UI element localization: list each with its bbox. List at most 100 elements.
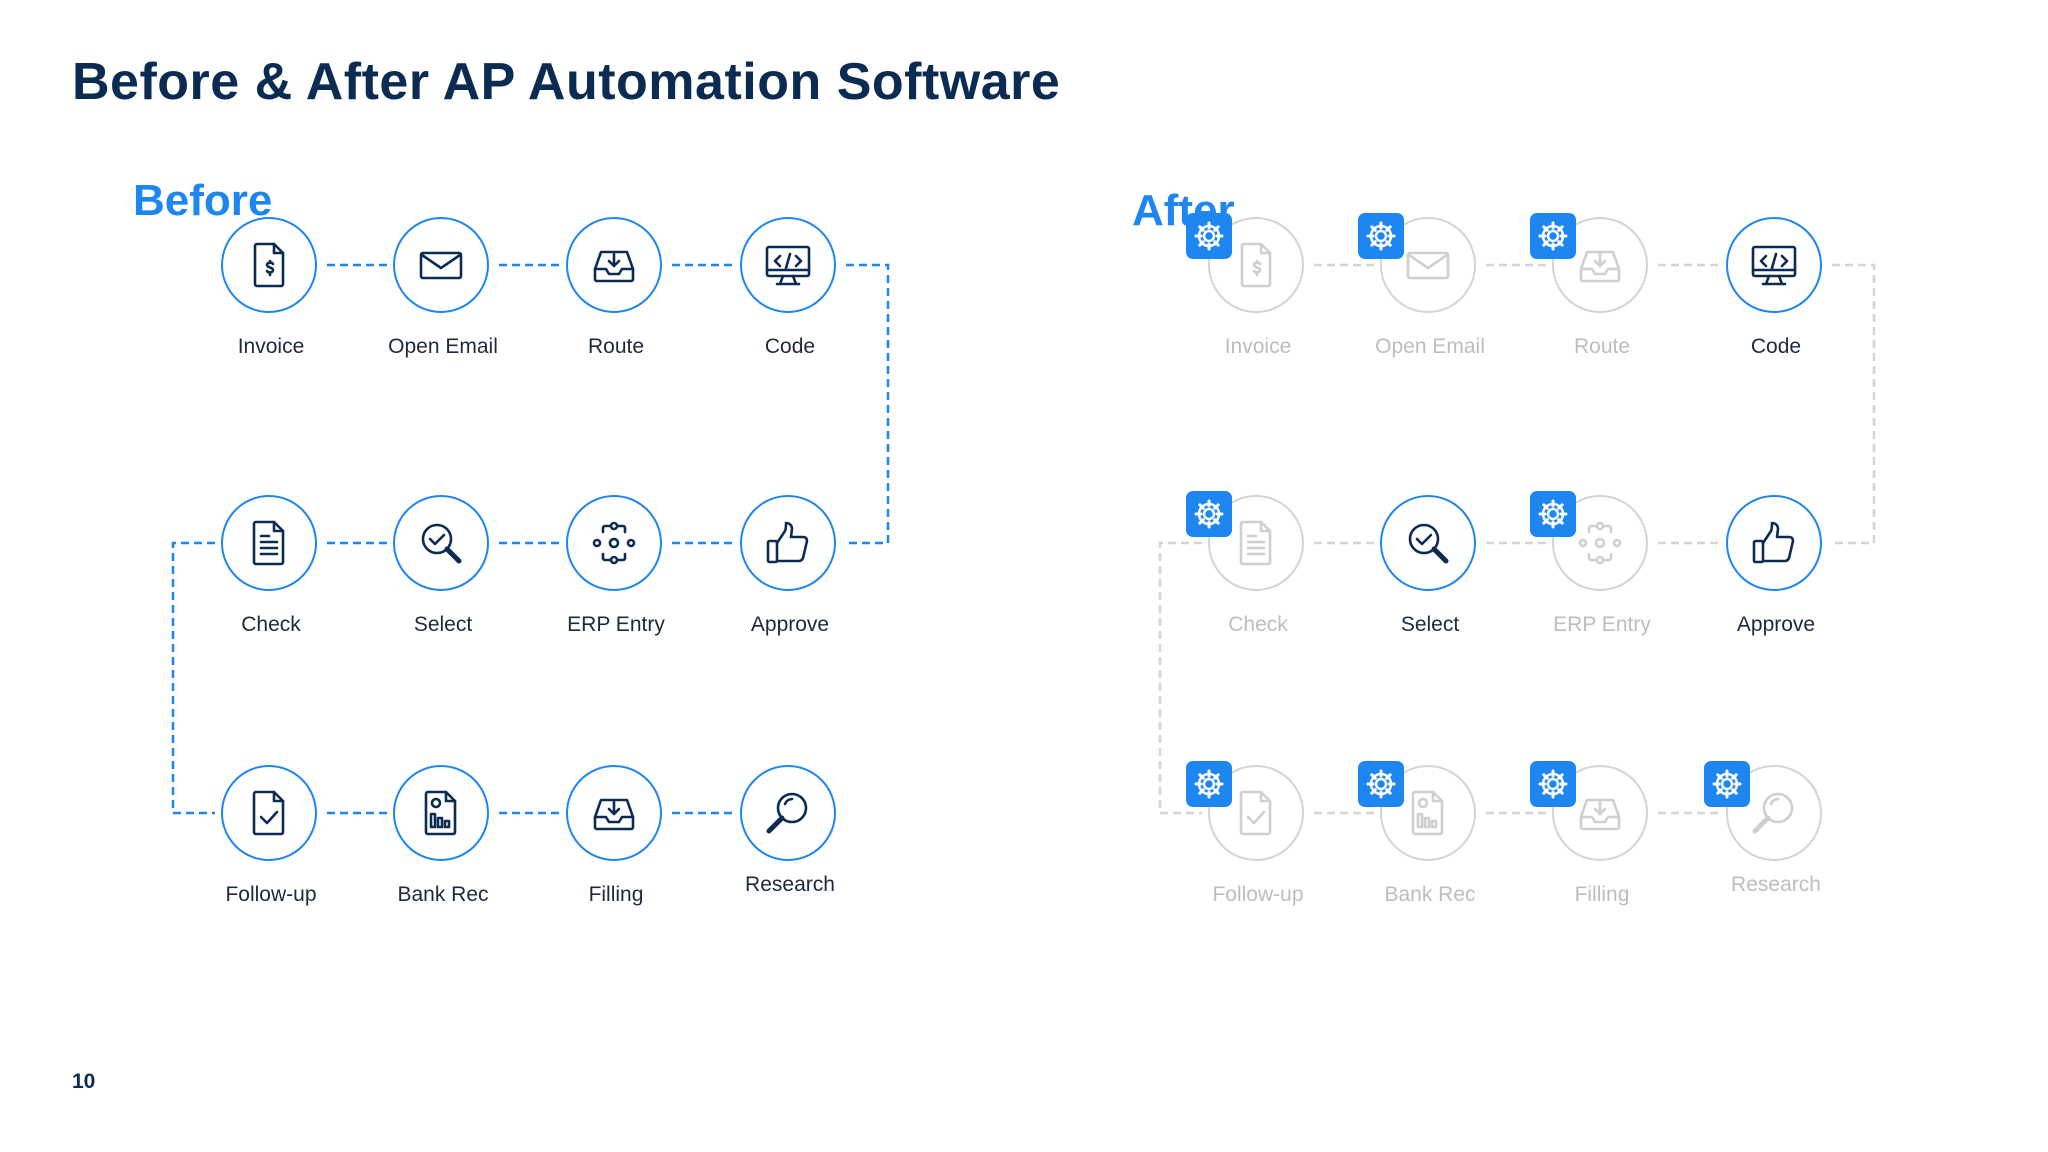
step-label: Approve bbox=[1736, 613, 1816, 636]
connector-line bbox=[846, 263, 890, 545]
step-label: Invoice bbox=[1224, 335, 1292, 358]
step-label: Follow-up bbox=[225, 883, 317, 906]
step-label: Filling bbox=[588, 883, 644, 906]
automation-gear-icon bbox=[1358, 213, 1404, 259]
thumbs-up-icon bbox=[1752, 521, 1795, 564]
invoice-icon bbox=[253, 242, 285, 288]
report-chart-icon bbox=[1411, 790, 1444, 836]
page-title: Before & After AP Automation Software bbox=[72, 53, 1061, 111]
invoice-icon bbox=[1240, 242, 1272, 288]
before-step-circle bbox=[393, 765, 489, 861]
step-label: Code bbox=[764, 335, 816, 358]
automation-gear-icon bbox=[1186, 213, 1232, 259]
after-step-invoice: Invoice bbox=[1158, 213, 1358, 387]
before-step-approve: Approve bbox=[690, 495, 890, 665]
step-label: Research bbox=[745, 873, 835, 896]
before-step-circle bbox=[740, 765, 836, 861]
network-icon bbox=[592, 521, 636, 565]
document-lines-icon bbox=[252, 520, 285, 566]
connector-line bbox=[1158, 541, 1202, 815]
before-step-circle bbox=[221, 765, 317, 861]
after-step-research: Research bbox=[1676, 761, 1876, 935]
after-step-filling: Filling bbox=[1502, 761, 1702, 935]
connector-line bbox=[171, 541, 215, 815]
after-step-code: Code bbox=[1676, 217, 1876, 387]
before-step-erp-entry: ERP Entry bbox=[516, 495, 716, 665]
after-step-erp-entry: ERP Entry bbox=[1502, 491, 1702, 665]
before-step-route: Route bbox=[516, 217, 716, 387]
search-icon bbox=[1752, 792, 1794, 834]
before-step-filling: Filling bbox=[516, 765, 716, 935]
after-step-circle bbox=[1726, 495, 1822, 591]
step-label: Invoice bbox=[237, 335, 305, 358]
before-step-code: Code bbox=[690, 217, 890, 387]
email-icon bbox=[419, 251, 463, 280]
before-step-research: Research bbox=[690, 765, 890, 935]
automation-gear-icon bbox=[1358, 761, 1404, 807]
search-icon bbox=[766, 792, 808, 834]
after-step-bank-rec: Bank Rec bbox=[1330, 761, 1530, 935]
page-number: 10 bbox=[72, 1070, 96, 1093]
step-label: Check bbox=[241, 613, 301, 636]
after-step-open-email: Open Email bbox=[1330, 213, 1530, 387]
inbox-icon bbox=[593, 250, 635, 283]
after-step-circle bbox=[1726, 217, 1822, 313]
thumbs-up-icon bbox=[766, 521, 809, 564]
step-label: Filling bbox=[1574, 883, 1630, 906]
before-step-bank-rec: Bank Rec bbox=[343, 765, 543, 935]
code-monitor-icon bbox=[1751, 245, 1797, 286]
step-label: Research bbox=[1731, 873, 1821, 896]
after-step-circle bbox=[1208, 495, 1304, 591]
step-label: Open Email bbox=[388, 335, 498, 358]
after-step-select: Select bbox=[1330, 495, 1530, 665]
step-label: Bank Rec bbox=[1384, 883, 1476, 906]
after-step-circle bbox=[1380, 495, 1476, 591]
magnifier-check-icon bbox=[421, 523, 462, 564]
before-step-circle bbox=[393, 495, 489, 591]
before-step-circle bbox=[566, 765, 662, 861]
before-step-open-email: Open Email bbox=[343, 217, 543, 387]
before-step-check: Check bbox=[171, 495, 371, 665]
document-check-icon bbox=[252, 790, 285, 836]
before-step-circle bbox=[740, 495, 836, 591]
magnifier-check-icon bbox=[1408, 523, 1449, 564]
after-step-follow-up: Follow-up bbox=[1158, 761, 1358, 935]
automation-gear-icon bbox=[1704, 761, 1750, 807]
before-step-circle bbox=[566, 217, 662, 313]
after-step-circle bbox=[1208, 217, 1304, 313]
after-step-check: Check bbox=[1158, 491, 1358, 665]
document-lines-icon bbox=[1239, 520, 1272, 566]
before-step-circle bbox=[393, 217, 489, 313]
code-monitor-icon bbox=[765, 245, 811, 286]
step-label: Bank Rec bbox=[397, 883, 489, 906]
inbox-icon bbox=[1579, 250, 1621, 283]
automation-gear-icon bbox=[1530, 213, 1576, 259]
step-label: Route bbox=[587, 335, 645, 358]
connector-line bbox=[1832, 263, 1876, 545]
step-label: Route bbox=[1573, 335, 1631, 358]
after-step-circle bbox=[1552, 765, 1648, 861]
before-heading: Before bbox=[133, 176, 273, 225]
automation-gear-icon bbox=[1530, 761, 1576, 807]
step-label: ERP Entry bbox=[1553, 613, 1651, 636]
before-step-circle bbox=[566, 495, 662, 591]
after-step-route: Route bbox=[1502, 213, 1702, 387]
automation-gear-icon bbox=[1186, 761, 1232, 807]
after-step-approve: Approve bbox=[1676, 495, 1876, 665]
before-step-circle bbox=[221, 217, 317, 313]
email-icon bbox=[1406, 251, 1450, 280]
before-step-circle bbox=[221, 495, 317, 591]
before-step-invoice: Invoice bbox=[171, 217, 371, 387]
after-flow-connectors bbox=[1158, 263, 1876, 815]
step-label: ERP Entry bbox=[567, 613, 665, 636]
report-chart-icon bbox=[424, 790, 457, 836]
before-step-follow-up: Follow-up bbox=[171, 765, 371, 935]
network-icon bbox=[1578, 521, 1622, 565]
before-flow-connectors bbox=[171, 263, 890, 815]
before-step-select: Select bbox=[343, 495, 543, 665]
step-label: Select bbox=[1400, 613, 1460, 636]
automation-gear-icon bbox=[1186, 491, 1232, 537]
step-label: Check bbox=[1228, 613, 1288, 636]
step-label: Open Email bbox=[1375, 335, 1485, 358]
